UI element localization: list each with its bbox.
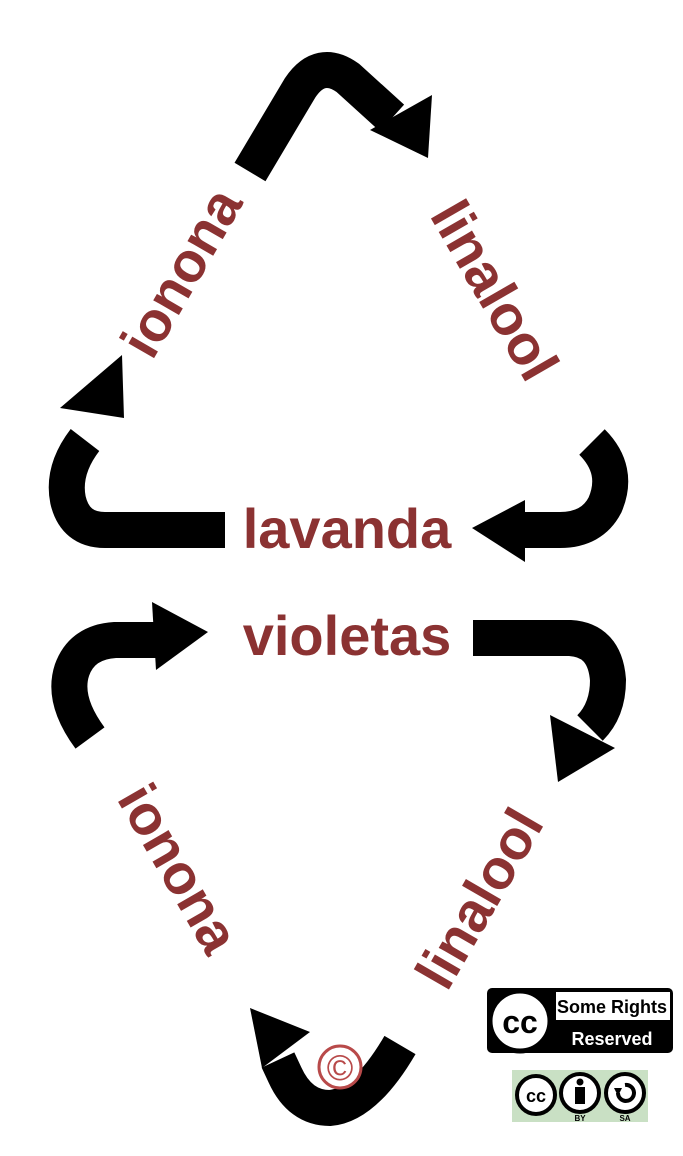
arrow-top — [234, 52, 432, 182]
label-ionona-bottom: ionona — [106, 773, 253, 964]
svg-text:SA: SA — [619, 1114, 630, 1123]
svg-text:Some Rights: Some Rights — [557, 997, 667, 1017]
label-linalool-top: linalool — [419, 190, 572, 391]
svg-text:cc: cc — [502, 1004, 538, 1040]
label-lavanda: lavanda — [243, 497, 452, 560]
cc-by-sa-badge[interactable]: cc BY SA — [512, 1070, 648, 1123]
attribution-icon — [559, 1072, 601, 1114]
arrow-bottom — [250, 1008, 416, 1127]
svg-text:cc: cc — [526, 1086, 546, 1106]
share-alike-icon — [604, 1072, 646, 1114]
label-linalool-bottom: linalool — [403, 798, 556, 999]
copyright-icon: © — [317, 1044, 363, 1090]
arrow-right-top — [472, 429, 629, 562]
cc-some-rights-badge[interactable]: cc Some Rights Reserved — [487, 988, 673, 1054]
arrow-right-bottom — [473, 620, 627, 782]
arrow-left-top — [48, 355, 225, 548]
label-violetas: violetas — [243, 604, 452, 667]
label-ionona-top: ionona — [108, 176, 255, 367]
arrow-left-bottom — [51, 602, 208, 749]
svg-text:©: © — [327, 1047, 354, 1088]
svg-text:Reserved: Reserved — [571, 1029, 652, 1049]
svg-text:BY: BY — [574, 1114, 586, 1123]
